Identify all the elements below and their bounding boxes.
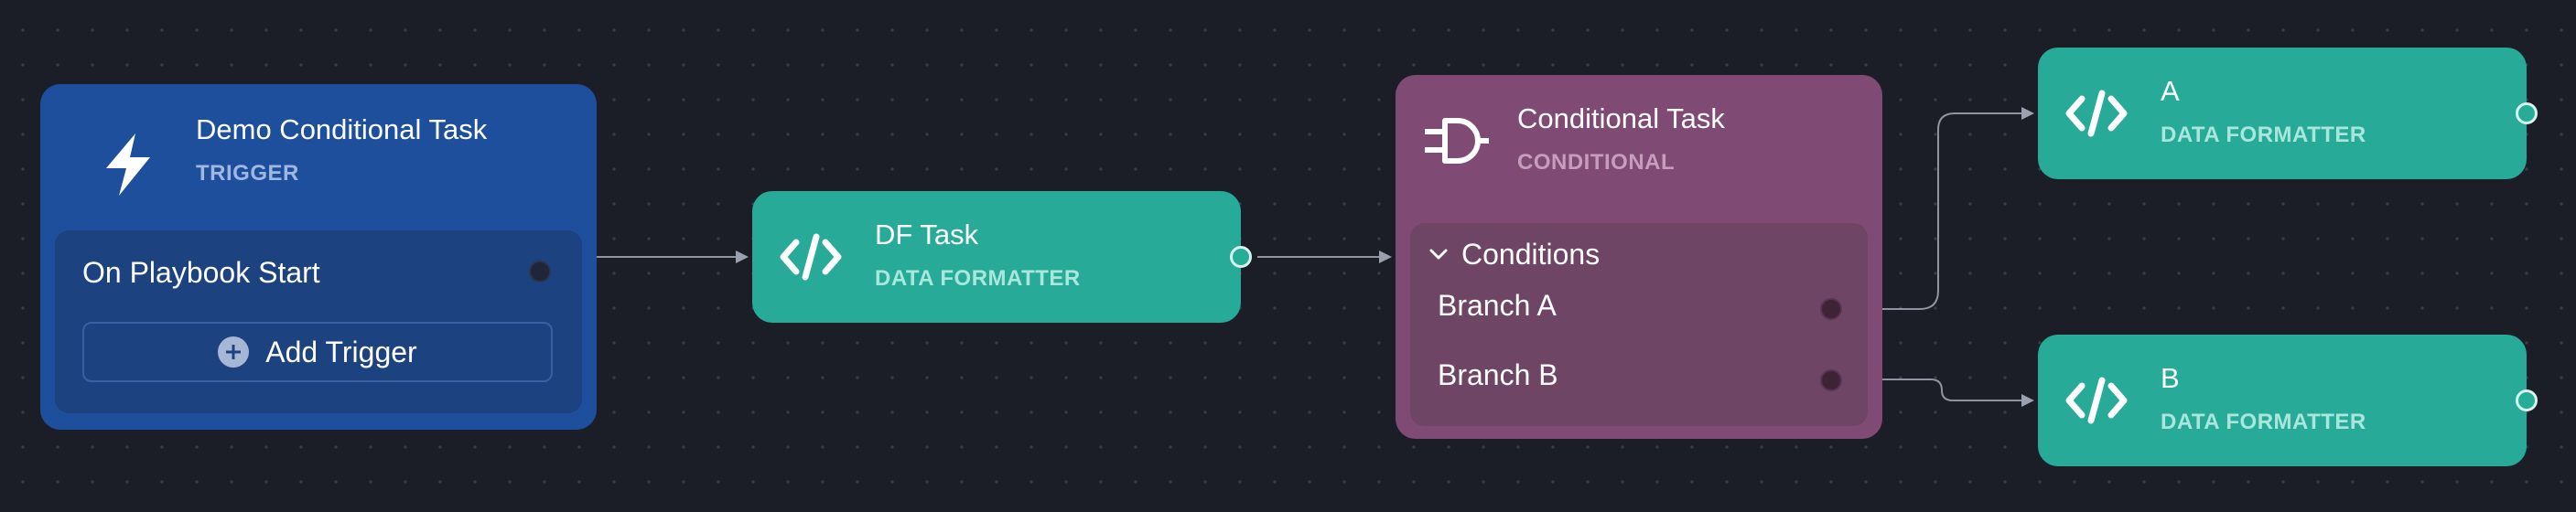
code-icon — [2060, 77, 2133, 150]
df-task-node[interactable]: DF Task DATA FORMATTER — [752, 191, 1252, 323]
conditions-label: Conditions — [1461, 237, 1601, 271]
conditions-toggle[interactable]: Conditions — [1428, 236, 1600, 272]
code-icon — [2060, 364, 2133, 437]
a-task-title: A — [2161, 75, 2180, 107]
b-task-node[interactable]: B DATA FORMATTER — [2038, 335, 2538, 466]
a-task-subtitle: DATA FORMATTER — [2161, 123, 2366, 147]
branch-b-output-port[interactable] — [1820, 369, 1842, 391]
trigger-node[interactable]: Demo Conditional Task TRIGGER On Playboo… — [40, 84, 597, 430]
b-task-subtitle: DATA FORMATTER — [2161, 410, 2366, 434]
trigger-node-subtitle: TRIGGER — [196, 161, 299, 186]
lightning-bolt-icon — [92, 128, 165, 201]
plus-circle-icon — [218, 336, 250, 368]
edge-branch-b-to-b — [1882, 379, 2034, 407]
df-task-title: DF Task — [875, 219, 979, 251]
df-task-subtitle: DATA FORMATTER — [875, 266, 1081, 291]
a-task-output-port[interactable] — [2516, 102, 2538, 124]
code-icon — [774, 220, 847, 293]
add-trigger-button[interactable]: Add Trigger — [82, 322, 553, 382]
conditional-task-title: Conditional Task — [1517, 102, 1725, 134]
trigger-output-port[interactable] — [529, 261, 551, 283]
trigger-node-title: Demo Conditional Task — [196, 113, 488, 145]
edge-branch-a-to-a — [1882, 107, 2034, 310]
b-task-output-port[interactable] — [2516, 389, 2538, 411]
branch-a-output-port[interactable] — [1820, 298, 1842, 320]
a-task-node[interactable]: A DATA FORMATTER — [2038, 48, 2538, 179]
add-trigger-label: Add Trigger — [265, 335, 417, 368]
conditions-panel: Conditions Branch A Branch B — [1410, 223, 1868, 426]
trigger-item-label: On Playbook Start — [82, 256, 320, 289]
branch-b-label: Branch B — [1438, 358, 1558, 391]
branch-a-label: Branch A — [1438, 289, 1557, 322]
b-task-title: B — [2161, 362, 2180, 394]
conditional-task-node[interactable]: Conditional Task CONDITIONAL Conditions … — [1396, 75, 1882, 439]
df-task-output-port[interactable] — [1230, 246, 1252, 268]
trigger-list: On Playbook Start Add Trigger — [55, 230, 582, 413]
chevron-down-icon — [1428, 248, 1449, 261]
plug-icon — [1419, 104, 1493, 177]
conditional-task-subtitle: CONDITIONAL — [1517, 150, 1676, 175]
